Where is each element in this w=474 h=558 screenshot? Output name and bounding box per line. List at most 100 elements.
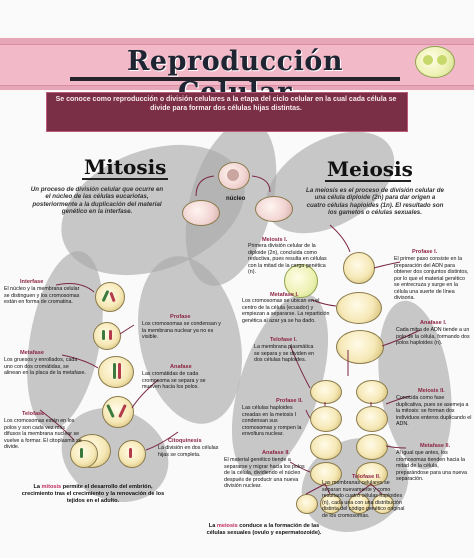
arrow-metafase [61,354,99,369]
phase-meiosis-i-text: Primera división celular de la diploide … [248,243,327,275]
meiosis-cell [284,264,318,298]
mitosis-interphase-cell [95,282,125,312]
chromosome [118,363,121,379]
mitosis-title: Mitosis [84,155,167,179]
phase-metafase-i-text: Los cromosomas se ubican en el centro de… [242,298,330,324]
mitosis-prophase-cell [93,322,121,350]
subtitle: Se conoce como reproducción o división c… [55,96,397,112]
meiosis-daughter-cell [296,494,318,514]
meiosis-prophase-ii-cell [310,406,342,432]
banner-cell-nucleus [437,55,447,65]
phase-telofase-ii-text: Las membranas celulares se separan nueva… [322,480,405,519]
arrow-right [251,175,271,193]
phase-metafase-text: Los gruesos y enrollados, cada uno con d… [4,357,86,376]
nucleus-label: núcleo [226,196,246,202]
parent-cell-nucleus [227,169,239,181]
phase-anafase-text: Las cromátidas de cada cromosoma se sepa… [142,371,206,390]
title-bar [70,77,400,81]
meiosis-underline [325,180,411,182]
arrow-meiosis-ii [385,395,411,405]
mitosis-metaphase-cell [98,356,134,388]
banner-cell-icon [415,46,455,78]
mitosis-daughter-cell [70,440,98,468]
phase-profase-i-title: Profase I. [412,249,438,255]
meiosis-metaphase-ii-cell [356,434,388,460]
phase-metafase-i-title: Metafase I. [270,292,299,298]
meiosis-anaphase-i-cell [336,330,384,364]
phase-meiosis-ii-text: Conocida como fase duplicativa, pues se … [396,395,472,427]
dividing-cell [255,196,293,222]
meiosis-telophase-i-cell [310,380,342,404]
phase-metafase-ii-title: Metafase II. [420,443,451,449]
arrow-metafase-i [311,299,337,307]
chromosome [80,448,83,458]
arrow-metafase-ii [385,445,407,449]
phase-telofase-i-title: Telofase I. [270,337,297,343]
arrow-meiosis-i [329,224,351,253]
phase-anafase-title: Anafase [170,364,192,370]
phase-interfase-title: Interfase [20,279,44,285]
phase-anafase-ii-title: Anafase II. [262,450,290,456]
phase-profase-ii-text: Las células haploides creadas en la meio… [242,405,302,437]
meiosis-prophase-ii-cell [356,406,388,432]
arrow-anafase-i [381,329,421,347]
mitosis-anaphase-cell [102,396,134,428]
mitosis-note-text: permite el desarrollo del embrión, creci… [21,484,165,504]
arrow-anafase-ii [289,461,311,473]
mitosis-underline [82,178,168,180]
arrow-profase-ii [305,409,311,419]
arrow-flow [305,483,326,495]
mitosis-note-prefix: La [33,484,40,490]
arrow-interfase [55,283,95,293]
phase-telofase-ii-title: Telofase II. [352,474,381,480]
phase-telofase-i-text: La membrana plasmática se separa y se di… [254,344,315,363]
phase-profase-text: Los cromosomas se condensan y la membran… [142,321,221,340]
meiosis-telophase-i-cell [356,380,388,404]
phase-interfase-text: El núcleo y la membrana celular se disti… [4,286,80,305]
arrow-anafase [131,379,159,409]
arrow-left [195,175,215,197]
phase-anafase-i-text: Cada mitra de ADN tiende a un polo de la… [396,327,470,346]
phase-citoquinesis-text: La división en dos células hijas se comp… [158,445,219,458]
arrow-profase-i [373,261,401,269]
banner-cell-nucleus [423,55,433,65]
dividing-cell [182,200,220,226]
meiosis-description: La meiosis es el proceso de división cel… [306,187,444,217]
mitosis-note: La mitosis permite el desarrollo del emb… [18,484,168,505]
arrow-flow [324,483,331,495]
phase-anafase-i-title: Anafase I. [420,320,447,326]
meiosis-note-prefix: La [208,523,216,529]
chromosome [129,448,132,458]
phase-anafase-ii-text: El material genético tiende a separarse … [224,457,305,489]
phase-profase-i-text: El primer paso consiste en la preparació… [394,256,469,301]
meiosis-note-keyword: meiosis [216,523,238,529]
chromosome [102,330,105,340]
arrow-telofase-i [289,344,311,389]
mitosis-description: Un proceso de división celular que ocurr… [30,186,164,216]
mitosis-daughter-cell [118,440,146,468]
meiosis-metaphase-ii-cell [310,434,342,460]
phase-meiosis-i-title: Meiosis I. [262,237,288,243]
meiosis-daughter-cell [372,494,394,514]
phase-telofase-text: Los cromosomas están en los polos y son … [4,418,82,450]
meiosis-metaphase-i-cell [336,292,382,324]
phase-meiosis-ii-title: Meiosis II. [418,388,445,394]
phase-citoquinesis-title: Citoquinesis [168,438,202,444]
mitosis-note-keyword: mitosis [41,484,62,490]
chromosome [113,363,116,379]
phase-metafase-title: Metafase [20,350,44,356]
chromosome [109,330,112,340]
arrow-profase [119,324,135,335]
meiosis-note: La meiosis conduce a la formación de las… [200,523,328,537]
meiosis-daughter-cell [320,494,342,514]
meiosis-anaphase-ii-cell [356,462,388,486]
phase-telofase-title: Telofase [22,411,45,417]
arrow-flow [357,483,372,495]
phase-metafase-ii-text: Al igual que antes, los cromosomas tiend… [396,450,467,482]
arrow-telofase [39,409,75,441]
phase-profase-title: Profase [170,314,191,320]
meiosis-daughter-cell [348,494,370,514]
subtitle-box [46,92,408,132]
